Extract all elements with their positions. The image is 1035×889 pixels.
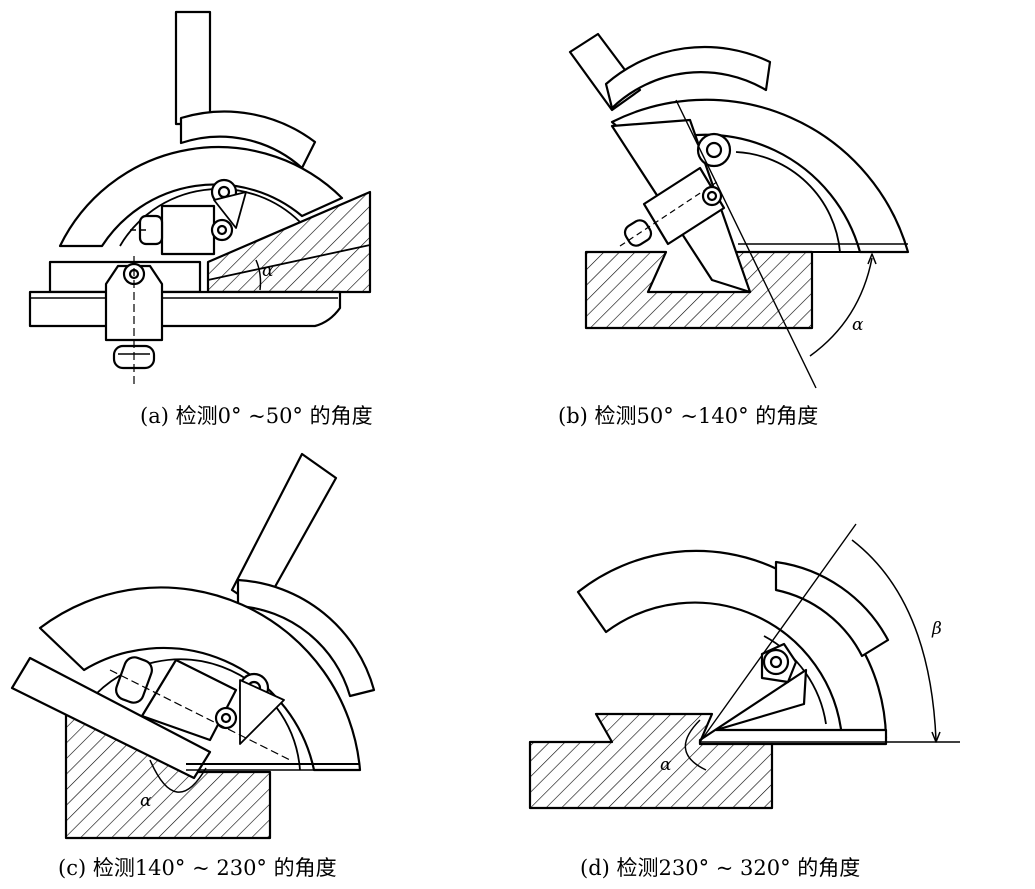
- panel-c: [10, 452, 376, 840]
- caption-c: (c) 检测140° ~ 230° 的角度: [58, 856, 337, 880]
- workpiece-b: [584, 250, 814, 330]
- sector-b: [610, 98, 910, 254]
- ruler-a: [174, 10, 212, 126]
- alpha-label-c: α: [140, 791, 152, 811]
- sector-d: [576, 549, 888, 740]
- blade-c: [10, 656, 212, 780]
- panel-b: [568, 32, 910, 389]
- beta-label-d: β: [931, 619, 942, 639]
- vernier-b: [604, 45, 772, 110]
- caption-b: (b) 检测50° ~140° 的角度: [558, 404, 819, 428]
- panel-a: [28, 10, 372, 384]
- alpha-label-d: α: [660, 755, 672, 775]
- sector-a: [58, 146, 344, 248]
- caption-d: (d) 检测230° ~ 320° 的角度: [580, 856, 861, 880]
- caption-a: (a) 检测0° ~50° 的角度: [140, 404, 373, 428]
- blade-a: [28, 290, 342, 328]
- alpha-label-a: α: [262, 261, 274, 281]
- vernier-c: [236, 578, 376, 698]
- panel-d: [528, 523, 960, 810]
- workpiece-d: [528, 712, 774, 810]
- sector-c: [38, 586, 362, 772]
- alpha-label-b: α: [852, 315, 864, 335]
